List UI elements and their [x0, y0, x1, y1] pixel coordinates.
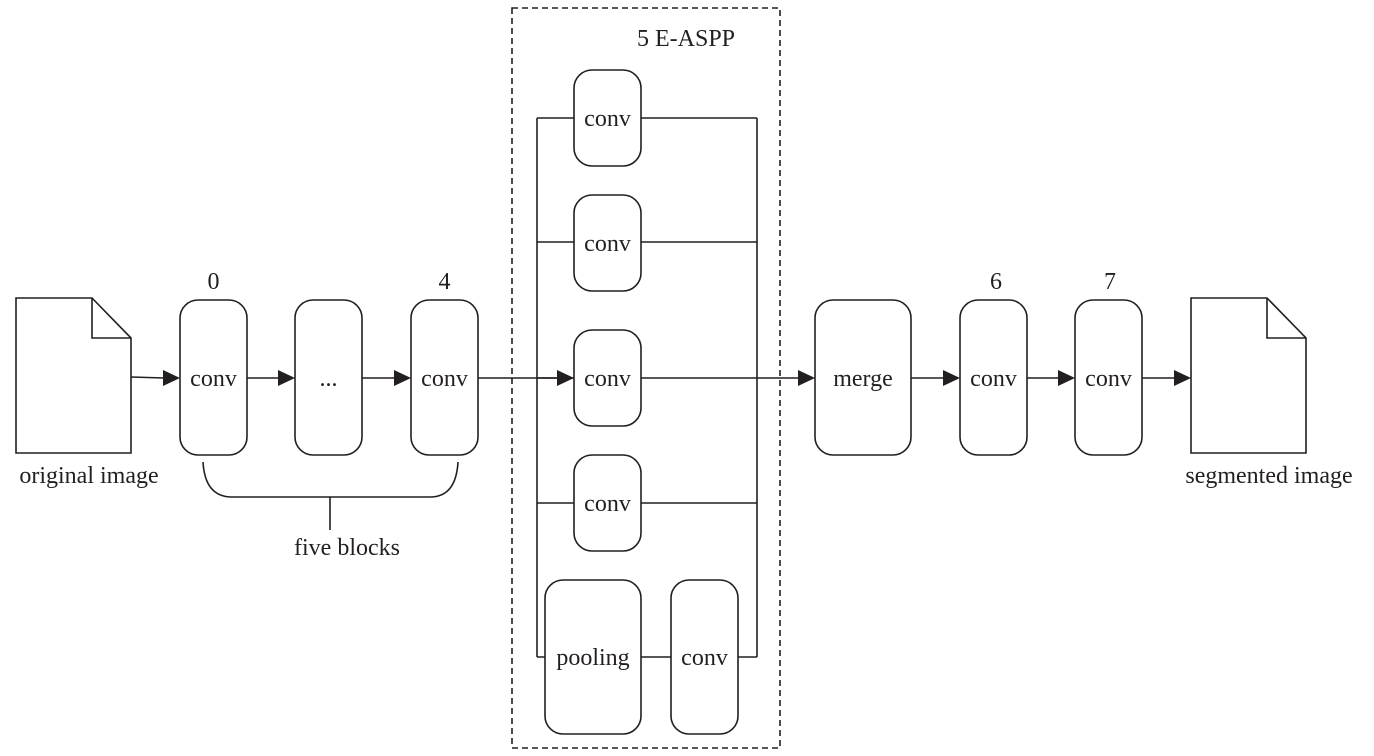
easpp-conv-3 — [573, 329, 642, 427]
easpp-conv-2 — [573, 194, 642, 292]
easpp-pooling — [544, 579, 642, 735]
decoder-block-6-number: 6 — [990, 269, 1002, 295]
decoder-block-6 — [959, 299, 1028, 456]
encoder-block-0-label: conv — [190, 366, 237, 392]
easpp-conv-1-label: conv — [584, 106, 631, 132]
easpp-module-title: 5 E-ASPP — [637, 26, 735, 52]
original-image-label: original image — [19, 463, 158, 489]
easpp-conv-4 — [573, 454, 642, 552]
encoder-block-0-number: 0 — [208, 269, 220, 295]
easpp-conv-3-label: conv — [584, 366, 631, 392]
easpp-pooling-label: pooling — [556, 645, 629, 671]
merge-block-label: merge — [833, 366, 893, 392]
easpp-conv-2-label: conv — [584, 231, 631, 257]
encoder-block-4-label: conv — [421, 366, 468, 392]
original-image-icon — [15, 297, 132, 454]
easpp-pooling-conv-label: conv — [681, 645, 728, 671]
easpp-conv-1 — [573, 69, 642, 167]
decoder-block-7 — [1074, 299, 1143, 456]
encoder-block-ellipsis-label: ... — [320, 366, 338, 392]
decoder-block-6-label: conv — [970, 366, 1017, 392]
easpp-pooling-conv — [670, 579, 739, 735]
five-blocks-label: five blocks — [294, 535, 400, 561]
flow-arrows — [130, 370, 1191, 386]
merge-block — [814, 299, 912, 456]
decoder-block-7-number: 7 — [1104, 269, 1116, 295]
decoder-block-7-label: conv — [1085, 366, 1132, 392]
easpp-conv-4-label: conv — [584, 491, 631, 517]
five-blocks-brace — [202, 461, 459, 498]
segmented-image-icon — [1190, 297, 1307, 454]
easpp-branch-lines — [536, 117, 758, 658]
encoder-block-4-number: 4 — [439, 269, 451, 295]
segmented-image-label: segmented image — [1185, 463, 1352, 489]
